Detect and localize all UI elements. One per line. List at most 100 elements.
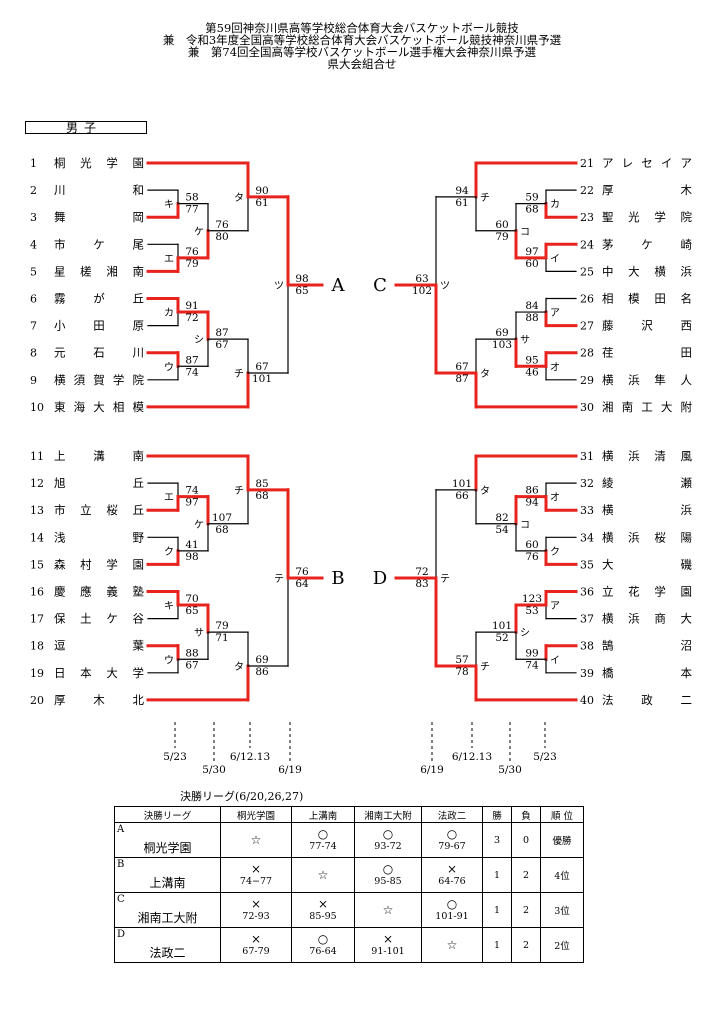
- block-label: B: [331, 568, 344, 589]
- game-score: 87: [455, 373, 468, 385]
- game-score: 77: [185, 204, 198, 216]
- league-result-cell: ×72-93: [220, 892, 292, 928]
- team-name: 横浜桜陽: [602, 530, 693, 544]
- game-code: サ: [520, 334, 530, 346]
- team-number: 27: [580, 320, 594, 333]
- game-score: 86: [525, 485, 539, 497]
- result-mark: ○: [446, 896, 458, 911]
- team-number: 16: [30, 586, 44, 599]
- league-header: 決勝リーグ: [114, 806, 221, 823]
- game-score: 103: [492, 339, 512, 351]
- game-score: 76: [525, 551, 539, 563]
- team-name: 保土ケ谷: [54, 612, 145, 626]
- result-score: 74−77: [239, 875, 273, 887]
- game-code: シ: [194, 335, 204, 346]
- team-number: 25: [580, 265, 594, 278]
- team-number: 11: [30, 450, 44, 463]
- team-number: 33: [580, 504, 594, 517]
- league-result-cell: ○79-67: [421, 822, 483, 858]
- league-header: 上溝南: [291, 806, 355, 823]
- team-number: 36: [580, 586, 594, 599]
- team-name: 大磯: [602, 557, 693, 571]
- game-score: 68: [525, 204, 538, 216]
- game-score: 54: [495, 524, 509, 536]
- team-number: 24: [580, 238, 594, 251]
- result-mark: ×: [382, 931, 394, 946]
- team-name: 相模田名: [602, 292, 692, 306]
- game-code: オ: [550, 492, 560, 504]
- team-name: 浅野: [54, 530, 145, 544]
- team-number: 26: [580, 293, 594, 306]
- team-number: 23: [580, 211, 594, 224]
- team-number: 7: [30, 320, 37, 333]
- game-score: 74: [525, 659, 539, 671]
- game-score: 41: [185, 539, 198, 551]
- team-name: 立花学園: [602, 585, 692, 599]
- team-name: 横須賀学院: [54, 373, 145, 387]
- team-name: 荏田: [602, 346, 692, 360]
- game-code: タ: [234, 661, 244, 673]
- result-mark: ○: [317, 826, 329, 841]
- game-code: エ: [164, 254, 174, 265]
- game-code: タ: [480, 485, 490, 497]
- team-name: 旭丘: [54, 476, 144, 490]
- league-rank: 3位: [540, 892, 584, 928]
- game-score: 70: [185, 593, 198, 605]
- title-line-1: 第59回神奈川県高等学校総合体育大会バスケットボール競技: [205, 21, 519, 35]
- team-number: 28: [580, 347, 594, 360]
- game-score: 107: [212, 512, 232, 524]
- team-number: 6: [30, 293, 37, 306]
- game-score: 74: [185, 366, 199, 378]
- league-result-cell: ☆: [220, 822, 292, 858]
- game-score: 85: [255, 478, 268, 490]
- league-team-name: 湘南工大附: [137, 910, 198, 925]
- league-header: 桐光学園: [220, 806, 292, 823]
- game-score: 60: [495, 219, 508, 231]
- team-name: 小田原: [54, 319, 144, 333]
- game-score: 98: [295, 273, 308, 285]
- date-label: 5/30: [202, 764, 226, 776]
- block-label: D: [373, 568, 387, 589]
- game-score: 86: [255, 666, 269, 678]
- team-number: 31: [580, 450, 594, 463]
- date-label: 5/23: [163, 751, 187, 763]
- league-wins: 1: [482, 857, 512, 893]
- team-name: 星槎湘南: [54, 264, 144, 278]
- game-score: 83: [415, 578, 428, 590]
- game-code: ケ: [194, 226, 204, 238]
- result-mark: ☆: [382, 902, 394, 917]
- league-losses: 2: [511, 927, 541, 963]
- game-code: ツ: [440, 281, 450, 292]
- league-result-cell: ×64-76: [421, 857, 483, 893]
- result-score: 95-85: [374, 875, 402, 887]
- date-label: 5/30: [498, 764, 522, 776]
- team-name: 市ケ尾: [54, 237, 144, 251]
- game-code: タ: [234, 192, 244, 204]
- game-code: サ: [194, 627, 204, 639]
- title-line-2: 兼 令和3年度全国高等学校総合体育大会バスケットボール競技神奈川県予選: [162, 33, 562, 47]
- team-name: 川和: [54, 183, 144, 197]
- game-score: 87: [215, 327, 228, 339]
- result-score: 85-95: [309, 910, 337, 922]
- game-score: 65: [185, 605, 198, 617]
- game-code: イ: [550, 655, 560, 666]
- team-name: 横浜: [602, 503, 693, 517]
- team-number: 29: [580, 374, 594, 387]
- game-score: 82: [495, 512, 508, 524]
- block-label: A: [331, 275, 346, 296]
- team-name: 藤沢西: [602, 319, 692, 333]
- team-name: 森村学園: [54, 557, 144, 571]
- result-score: 101-91: [435, 910, 469, 922]
- game-score: 61: [455, 197, 468, 209]
- game-score: 90: [255, 185, 268, 197]
- team-number: 3: [30, 211, 37, 224]
- team-name: 中大横浜: [602, 264, 693, 278]
- game-score: 79: [215, 620, 228, 632]
- game-score: 46: [525, 366, 539, 378]
- game-score: 57: [455, 654, 468, 666]
- result-mark: ○: [446, 826, 458, 841]
- result-mark: ☆: [446, 937, 458, 952]
- team-number: 9: [30, 374, 37, 387]
